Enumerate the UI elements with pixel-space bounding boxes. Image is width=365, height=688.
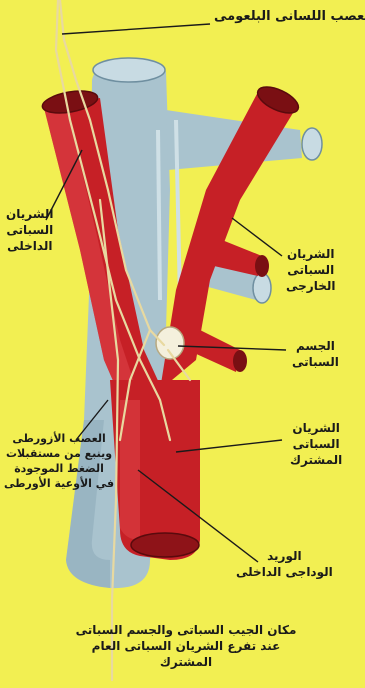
label-internal-jugular-vein: الوريد الوداجى الداخلى xyxy=(236,548,333,580)
caption: مكان الجيب السباتى والجسم السباتى عند تف… xyxy=(36,622,336,671)
label-internal-carotid-artery: الشريان السباتى الداخلى xyxy=(6,206,54,255)
label-vagus-nerve: العصب الأزورطى وينبع من مستقبلات الضغط ا… xyxy=(4,432,114,491)
label-carotid-body: الجسم السباتى xyxy=(292,338,339,370)
label-external-carotid-artery: الشريان السباتى الخارجى xyxy=(286,246,335,295)
label-glossopharyngeal-nerve: العصب اللسانى البلعومى xyxy=(214,8,365,26)
label-common-carotid-artery: الشريان السباتى المشترك xyxy=(290,420,342,469)
common-carotid-artery xyxy=(110,380,200,560)
